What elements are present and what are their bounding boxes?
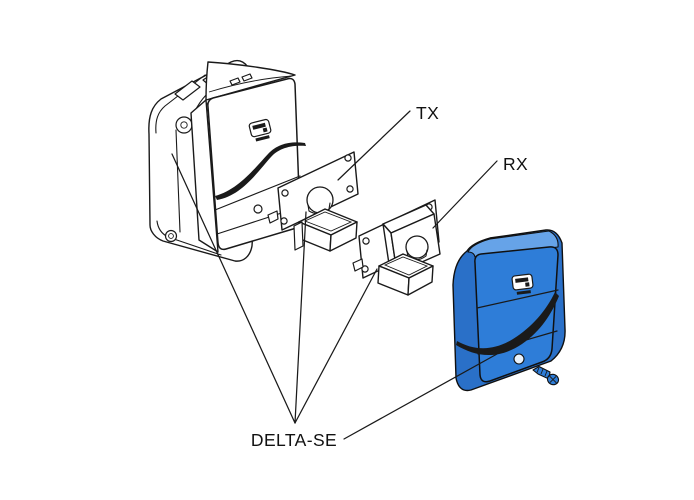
cover-seam-upper	[214, 175, 301, 211]
label-rx: RX	[503, 154, 528, 174]
tx-bracket-tab	[267, 210, 279, 224]
delta-leader-line-tx	[294, 211, 307, 424]
hinge-slot-2	[241, 73, 253, 82]
fixing-screw	[532, 365, 560, 386]
rx-leader-line	[432, 160, 498, 229]
tx-plate-hole	[346, 185, 354, 193]
tx-board	[267, 151, 359, 252]
rx-board	[352, 199, 441, 296]
front-cover-side-face	[190, 99, 219, 253]
back-box-screw-boss	[164, 229, 178, 243]
screw-threads	[536, 367, 548, 377]
back-box-screw-boss-hole	[168, 233, 174, 239]
tx-leader-line	[337, 110, 411, 181]
back-box-inner-wall-edge	[175, 129, 181, 233]
came-logo	[248, 118, 272, 142]
delta-leader-line-backbox	[171, 153, 296, 424]
rx-plate-hole	[362, 237, 370, 245]
cover-swoosh	[215, 142, 306, 200]
label-delta-se: DELTA-SE	[251, 430, 337, 450]
hinge-barrel-pin	[180, 121, 188, 129]
tx-plate-hole	[344, 154, 352, 162]
front-cover-top-bevel-line	[208, 75, 293, 93]
blue-cover-screw-hole	[513, 353, 525, 365]
came-logo-mark-2	[262, 127, 268, 133]
rx-plate-hole	[361, 265, 369, 273]
blue-cover-seam-upper	[476, 289, 559, 309]
tx-plate-hole	[281, 189, 289, 197]
tx-terminal-block-side	[329, 221, 358, 252]
came-logo-frame	[248, 118, 272, 138]
hinge-slot	[229, 77, 241, 86]
tx-plate-hole	[280, 217, 288, 225]
delta-leader-line-bluecover	[343, 353, 498, 440]
front-cover-outline	[190, 61, 306, 253]
cover-screw-hole	[253, 204, 263, 214]
blue-cover-swoosh	[456, 292, 559, 356]
came-logo-wordmark	[516, 290, 531, 295]
leader-lines	[171, 110, 498, 440]
back-box-inner-rim-top	[155, 74, 206, 134]
cable-knockout	[174, 80, 201, 101]
blue-front-cover	[452, 229, 566, 392]
came-logo-mark	[515, 277, 529, 283]
rx-lens	[405, 235, 429, 259]
front-cover-front-face	[207, 77, 301, 251]
labels: TX RX DELTA-SE	[251, 103, 528, 450]
screw-head-cross	[549, 375, 557, 384]
tx-terminal-block-lip	[303, 211, 353, 232]
came-logo-wordmark	[255, 135, 270, 142]
blue-cover-top-face	[467, 230, 559, 258]
rx-bracket-tab	[352, 258, 364, 272]
rx-terminal-block-lip	[383, 256, 429, 276]
label-tx: TX	[416, 103, 439, 123]
came-logo-blue	[511, 273, 534, 295]
blue-cover-seam-lower	[477, 330, 558, 355]
rx-terminal-block-side	[407, 265, 434, 296]
front-cover-top-face	[205, 61, 296, 101]
delta-leader-line-rx	[294, 268, 378, 424]
hinge-barrel	[175, 116, 193, 134]
came-logo-mark-2	[525, 282, 530, 287]
tx-terminal-step	[293, 221, 304, 251]
came-logo-mark	[252, 122, 266, 130]
